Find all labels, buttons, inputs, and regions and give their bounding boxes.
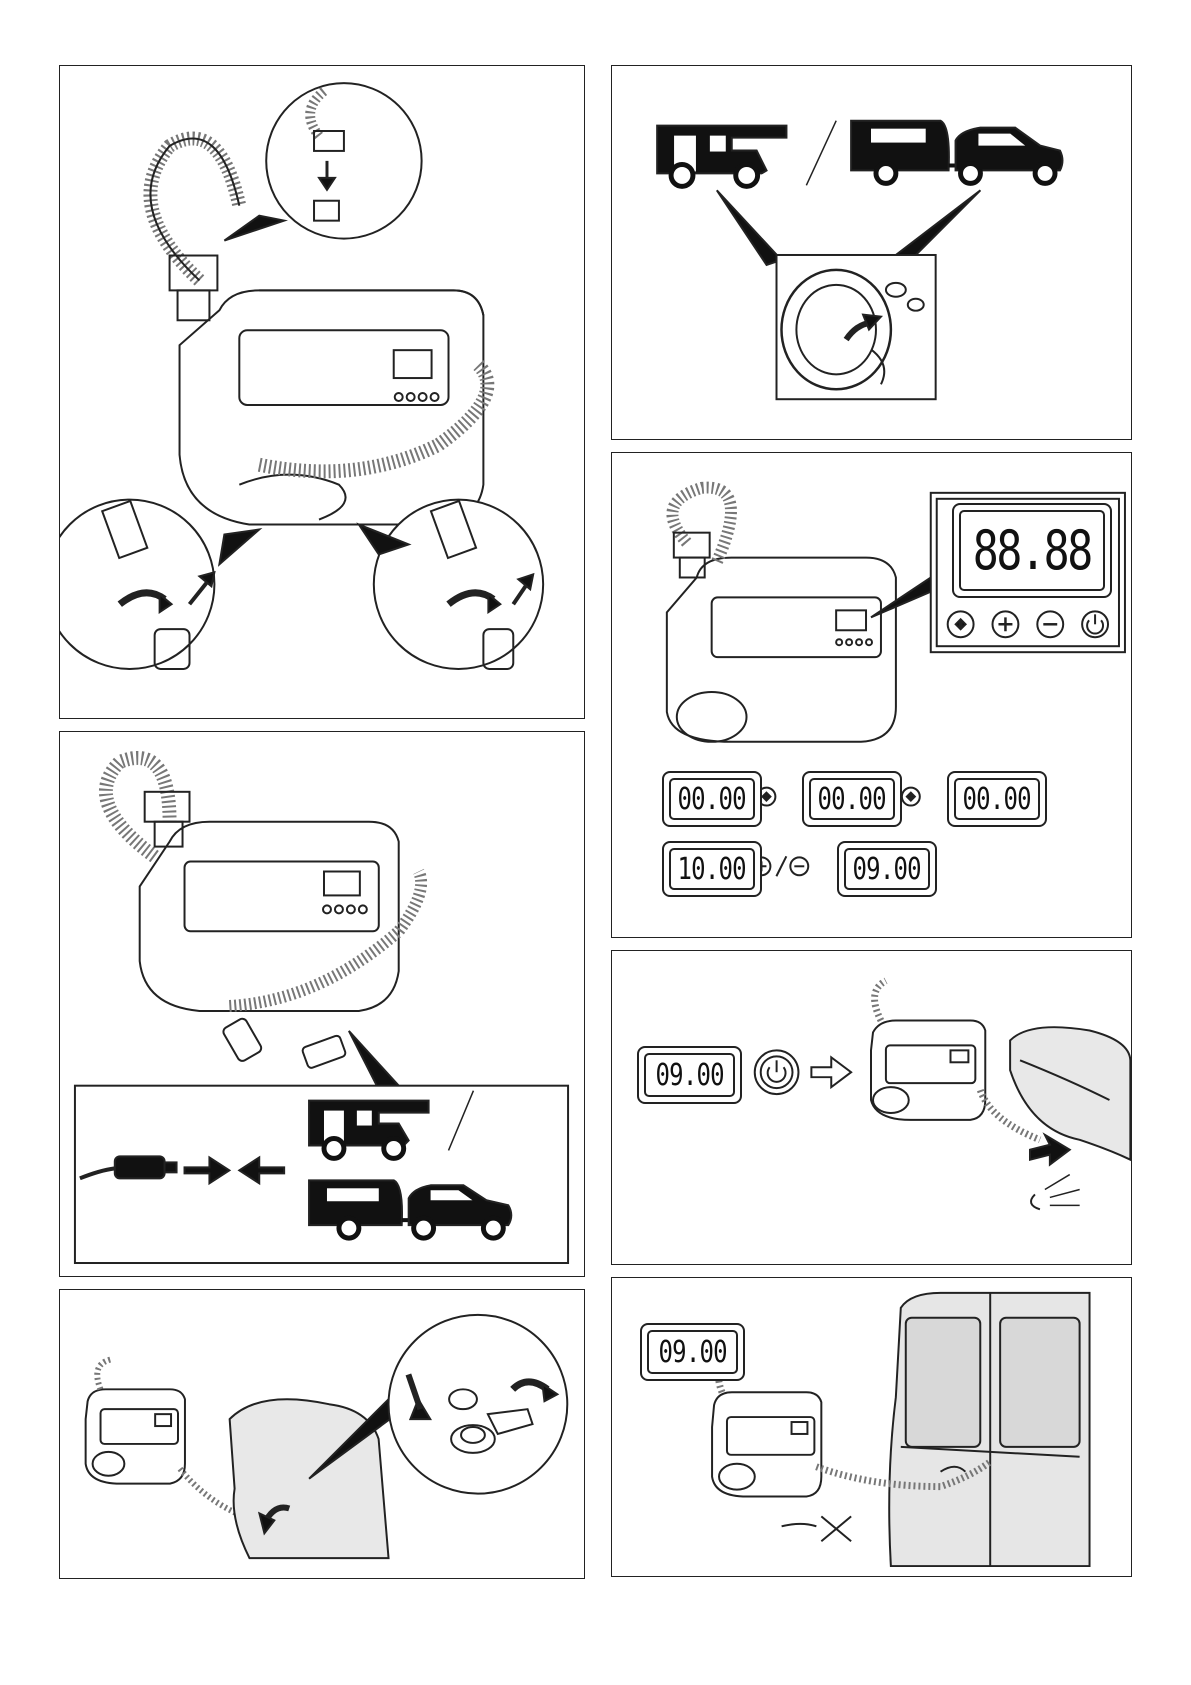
- display-step-3: 00.00: [947, 771, 1047, 827]
- display-value: 88.88: [973, 519, 1091, 582]
- hose-connector: [170, 256, 218, 291]
- minus-icon: [790, 857, 808, 875]
- pump-body: [667, 558, 896, 742]
- display-step-4: 10.00: [662, 841, 762, 897]
- figure-power-connection: [59, 731, 585, 1277]
- display-value: 09.00: [853, 852, 921, 887]
- pump-body: [712, 1392, 821, 1496]
- zoom-valve-top: [266, 83, 421, 238]
- pump-body: [871, 1021, 985, 1120]
- caravan-icon: [851, 121, 970, 184]
- plug-icon: [302, 1035, 347, 1069]
- car-icon: [956, 128, 1063, 184]
- display-value: 00.00: [818, 782, 886, 817]
- display-step-1: 00.00: [662, 771, 762, 827]
- display-end: 09.00: [640, 1323, 745, 1381]
- display-value: 00.00: [678, 782, 746, 817]
- power-icon: [755, 1050, 799, 1094]
- pump-body: [180, 290, 484, 524]
- switch-mode-icon: [902, 788, 920, 806]
- display-value: 09.00: [655, 1058, 723, 1093]
- figure-valve-close: [59, 1289, 585, 1579]
- display-step-2: 00.00: [802, 771, 902, 827]
- zoom-adapter-right: [374, 500, 543, 669]
- display-start: 09.00: [637, 1046, 742, 1104]
- display-main: 88.88: [952, 503, 1112, 598]
- figure-start-inflation: 09.00: [611, 950, 1132, 1265]
- figure-hose-connection: [59, 65, 585, 719]
- inflatable-object: [1010, 1027, 1130, 1159]
- display-value: 10.00: [678, 852, 746, 887]
- display-step-5: 09.00: [837, 841, 937, 897]
- figure-display-settings: 88.88 00.00 00.00 00.00 10.00 09.00: [611, 452, 1132, 938]
- pump-body: [140, 822, 399, 1011]
- figure-vehicle-ignition: [611, 65, 1132, 440]
- figure-awning-inflation: 09.00: [611, 1277, 1132, 1577]
- display-value: 09.00: [658, 1335, 726, 1370]
- motorhome-icon: [657, 126, 786, 187]
- arrow-icon: [811, 1057, 851, 1087]
- display-value: 00.00: [963, 782, 1031, 817]
- zoom-adapter-left: [60, 500, 214, 669]
